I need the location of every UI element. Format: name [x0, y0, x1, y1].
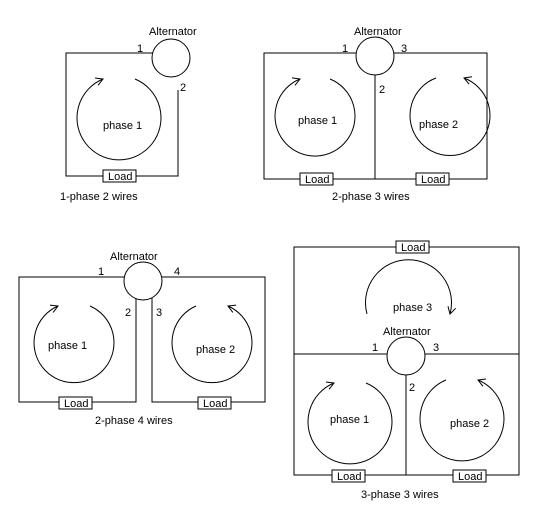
- diagram-caption: 3-phase 3 wires: [361, 489, 439, 501]
- phase-label: phase 1: [48, 340, 87, 352]
- phase-rotation-arrow: [33, 304, 115, 384]
- terminal-label: 1: [137, 43, 143, 55]
- phase-label: phase 1: [330, 414, 369, 426]
- load-label: Load: [108, 171, 132, 183]
- load-label: Load: [401, 242, 425, 254]
- phase-label: phase 3: [393, 302, 432, 314]
- phase-rotation-arrow: [409, 76, 491, 156]
- phase-label: phase 1: [298, 115, 337, 127]
- terminal-label: 1: [98, 266, 104, 278]
- load-label: Load: [421, 174, 445, 186]
- load-label: Load: [305, 174, 329, 186]
- phase-rotation-arrow: [76, 77, 162, 161]
- alternator-symbol: [123, 261, 163, 301]
- phase-rotation-arrow: [307, 381, 393, 465]
- circuit-wire: [151, 276, 266, 403]
- phase-label: phase 2: [450, 418, 489, 430]
- alternator-label: Alternator: [110, 251, 158, 263]
- diagram-caption: 2-phase 4 wires: [95, 415, 173, 427]
- alternator-symbol: [355, 36, 395, 76]
- load-label: Load: [337, 471, 361, 483]
- phase-rotation-arrow: [419, 378, 505, 462]
- phase-label: phase 2: [196, 344, 235, 356]
- terminal-label: 1: [372, 342, 378, 354]
- terminal-label: 2: [409, 382, 415, 394]
- alternator-label: Alternator: [354, 26, 402, 38]
- terminal-label: 2: [379, 84, 385, 96]
- terminal-label: 1: [342, 43, 348, 55]
- diagram-3-phase-3-wires: Alternator 1 2 3 phase 3 phase 1 phase 2…: [293, 240, 520, 501]
- alternator-symbol: [386, 336, 426, 376]
- load-label: Load: [64, 398, 88, 410]
- alternator-label: Alternator: [149, 26, 197, 38]
- terminal-label: 3: [433, 342, 439, 354]
- phase-rotation-arrow: [274, 77, 356, 157]
- phase-rotation-arrow: [171, 304, 253, 384]
- diagram-2-phase-3-wires: Alternator 1 2 3 phase 1 phase 2 Load Lo…: [263, 26, 491, 203]
- load-box: [452, 469, 487, 483]
- alternator-symbol: [151, 38, 191, 78]
- load-box: [395, 240, 430, 254]
- diagram-1-phase-2-wires: Alternator 1 2 phase 1 Load 1-phase 2 wi…: [60, 26, 197, 203]
- alternator-label: Alternator: [383, 326, 431, 338]
- load-box: [331, 469, 366, 483]
- load-box: [102, 169, 137, 183]
- terminal-label: 2: [125, 307, 131, 319]
- load-box: [415, 172, 450, 186]
- load-box: [299, 172, 334, 186]
- diagram-caption: 2-phase 3 wires: [332, 191, 410, 203]
- terminal-label: 3: [401, 43, 407, 55]
- diagram-caption: 1-phase 2 wires: [60, 191, 138, 203]
- load-box: [58, 396, 93, 410]
- load-label: Load: [458, 471, 482, 483]
- phase-label: phase 1: [103, 120, 142, 132]
- circuit-wire: [18, 276, 137, 403]
- phase-rotation-arrow: [365, 259, 457, 315]
- terminal-label: 4: [174, 266, 180, 278]
- load-box: [197, 396, 232, 410]
- circuit-wire: [65, 52, 179, 177]
- load-label: Load: [203, 398, 227, 410]
- phase-label: phase 2: [419, 119, 458, 131]
- terminal-label: 2: [180, 82, 186, 94]
- terminal-label: 3: [156, 307, 162, 319]
- diagram-2-phase-4-wires: Alternator 1 2 3 4 phase 1 phase 2 Load …: [18, 251, 266, 427]
